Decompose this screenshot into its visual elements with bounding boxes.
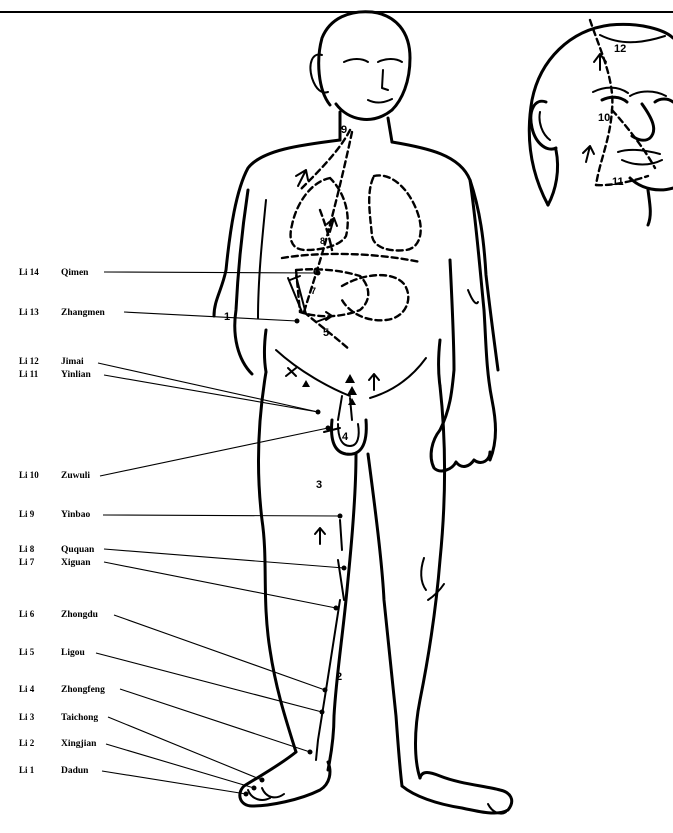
segment-number-7: 7 (311, 286, 316, 296)
point-name: Yinlian (61, 370, 91, 380)
up-arrow-icon (369, 374, 379, 390)
point-code: Li 2 (19, 738, 35, 748)
segment-number-11: 11 (612, 176, 624, 188)
point-code: Li 10 (19, 470, 39, 480)
liver-meridian-path (288, 130, 352, 760)
point-code: Li 8 (19, 544, 35, 554)
point-labels: Li 14 Qimen Li 13 Zhangmen Li 12 Jimai L… (19, 267, 106, 776)
point-code: Li 9 (19, 509, 35, 519)
point-name: Taichong (61, 713, 98, 723)
point-code: Li 6 (19, 609, 35, 619)
segment-number-4: 4 (342, 431, 349, 443)
triangle-marker-icon (345, 374, 355, 383)
segment-number-5: 5 (323, 327, 329, 339)
point-code: Li 1 (19, 765, 35, 775)
point-code: Li 3 (19, 712, 35, 722)
up-arrow-icon (583, 146, 594, 162)
segment-number-10: 10 (598, 112, 610, 124)
leader-lines (96, 272, 344, 794)
segment-number-6: 6 (313, 266, 319, 278)
segment-number-12: 12 (614, 43, 626, 55)
point-code: Li 14 (19, 267, 39, 277)
segment-number-3: 3 (316, 479, 322, 491)
point-name: Jimai (61, 357, 84, 367)
point-code: Li 7 (19, 557, 35, 567)
up-arrow-icon (315, 528, 325, 544)
acupoint-markers (244, 271, 347, 797)
segment-number-2: 2 (336, 671, 342, 683)
direction-arrows (286, 170, 379, 544)
point-code: Li 13 (19, 307, 39, 317)
point-code: Li 11 (19, 369, 39, 379)
point-name: Qimen (61, 268, 89, 278)
standing-male-figure-icon (214, 12, 512, 814)
point-name: Xingjian (61, 739, 97, 749)
segment-number-8: 8 (320, 236, 325, 246)
point-name: Zhangmen (61, 308, 106, 318)
point-code: Li 5 (19, 647, 35, 657)
segment-number-1: 1 (224, 311, 230, 323)
point-name: Ligou (61, 648, 85, 658)
segment-number-9: 9 (341, 124, 347, 136)
point-name: Xiguan (61, 558, 91, 568)
point-code: Li 4 (19, 684, 35, 694)
point-code: Li 12 (19, 356, 39, 366)
point-name: Ququan (61, 545, 95, 555)
triangle-marker-icon (347, 386, 357, 395)
cross-marker-icon (286, 368, 296, 376)
point-name: Yinbao (61, 510, 90, 520)
point-name: Zhongfeng (61, 685, 105, 695)
point-name: Zuwuli (61, 471, 90, 481)
point-name: Dadun (61, 766, 89, 776)
triangle-marker-icon (302, 380, 310, 387)
point-name: Zhongdu (61, 610, 99, 620)
